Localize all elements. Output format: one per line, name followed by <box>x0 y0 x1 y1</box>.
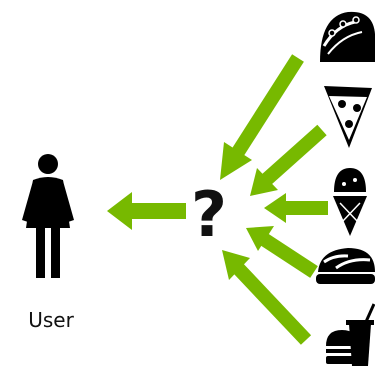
arrow-question-to-user <box>107 192 186 230</box>
pizza-slice-icon <box>324 86 372 148</box>
arrow-taco-to-question <box>220 54 304 180</box>
question-mark: ? <box>191 178 227 251</box>
sushi-icon <box>316 248 375 284</box>
user-person-icon <box>22 154 74 278</box>
ice-cream-cone-icon <box>333 168 367 236</box>
arrow-burger-to-question <box>222 250 312 345</box>
burger-drink-icon <box>326 303 375 366</box>
arrow-pizza-to-question <box>250 124 327 196</box>
arrow-sushi-to-question <box>246 226 318 278</box>
taco-icon <box>320 11 375 63</box>
arrows <box>107 54 328 345</box>
arrow-icecream-to-question <box>264 193 328 223</box>
user-label: User <box>28 308 74 332</box>
